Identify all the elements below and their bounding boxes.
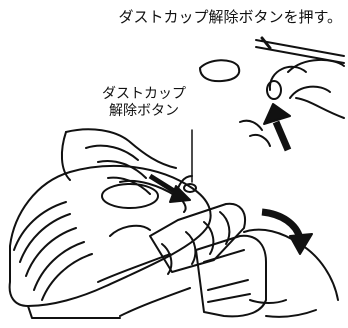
callout-line-1: ダストカップ: [102, 86, 186, 102]
vacuum-body: [8, 164, 212, 319]
right-hand: [243, 228, 339, 318]
dust-cup: [195, 234, 267, 318]
inset-detail: [199, 36, 345, 147]
vacuum-nozzle: [149, 202, 246, 275]
instruction-caption: ダストカップ解除ボタンを押す。: [118, 8, 342, 26]
callout-line-2: 解除ボタン: [109, 103, 179, 119]
callout-label: ダストカップ 解除ボタン: [90, 86, 198, 120]
press-arrow-icon: [272, 120, 292, 152]
release-button: [183, 183, 197, 193]
hand-press-icon: [60, 128, 193, 213]
